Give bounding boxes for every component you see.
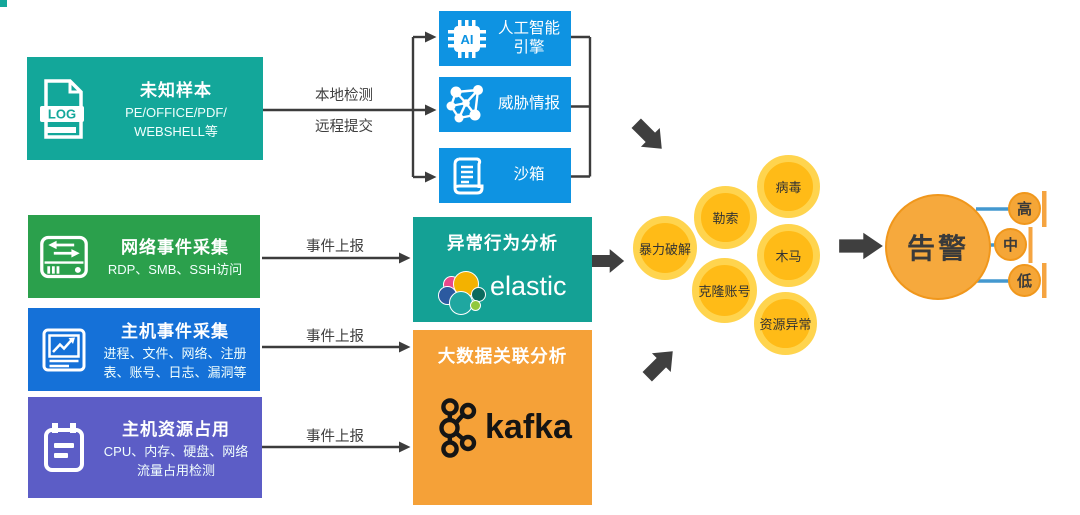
alert-level-high: 高 — [1008, 192, 1041, 225]
alert-circle: 告警 — [885, 194, 991, 300]
unknown-sample-subtitle: PE/OFFICE/PDF/ WEBSHELL等 — [125, 104, 227, 139]
unknown-sample-box: LOG 未知样本 PE/OFFICE/PDF/ WEBSHELL等 — [27, 57, 263, 160]
network-event-title: 网络事件采集 — [121, 238, 229, 258]
threat-intel-box: 威胁情报 — [439, 77, 571, 132]
bubble-virus: 病毒 — [757, 155, 820, 218]
sample-submit-arrows — [263, 31, 437, 183]
elastic-logo-text: elastic — [490, 271, 567, 301]
host-resource-box: 主机资源占用 CPU、内存、硬盘、网络 流量占用检测 — [28, 397, 262, 498]
kafka-logo-icon — [439, 398, 477, 458]
ai-engine-label: 人工智能 引擎 — [497, 19, 560, 56]
host-event-subtitle: 进程、文件、网络、注册 表、账号、日志、漏洞等 — [103, 345, 247, 380]
bubble-trojan: 木马 — [757, 224, 820, 287]
label-event-report-1: 事件上报 — [306, 239, 364, 255]
bubbles-to-alert-arrow — [839, 232, 883, 260]
ai-engine-box: AI 人工智能 引擎 — [439, 11, 571, 66]
elastic-logo — [433, 267, 489, 319]
ai-icon-label: AI — [461, 32, 474, 47]
bubble-bruteforce: 暴力破解 — [633, 216, 697, 280]
bubble-ransom: 勒索 — [694, 186, 757, 249]
clipboard-icon — [28, 422, 100, 474]
engines-to-bubbles-arrow — [631, 118, 662, 149]
label-remote-submit: 远程提交 — [315, 119, 373, 135]
alert-level-medium: 中 — [994, 228, 1027, 261]
network-event-box: 网络事件采集 RDP、SMB、SSH访问 — [28, 215, 260, 298]
log-icon-label: LOG — [48, 106, 76, 121]
corner-artifact — [0, 0, 7, 7]
alert-level-low: 低 — [1008, 264, 1041, 297]
bubble-resource-anomaly: 资源异常 — [754, 292, 817, 355]
host-event-box: 主机事件采集 进程、文件、网络、注册 表、账号、日志、漏洞等 — [28, 308, 260, 391]
bigdata-analysis-box: 大数据关联分析 kafka — [413, 330, 592, 505]
network-event-subtitle: RDP、SMB、SSH访问 — [107, 262, 243, 278]
sandbox-box: 沙箱 — [439, 148, 571, 203]
bubble-clone-account: 克隆账号 — [692, 258, 757, 323]
ai-chip-icon: AI — [439, 19, 495, 59]
drive-transfer-icon — [28, 234, 100, 280]
event-report-arrows — [262, 252, 411, 453]
kafka-logo-text: kafka — [485, 408, 572, 446]
label-event-report-2: 事件上报 — [306, 329, 364, 345]
sandbox-scroll-icon — [439, 155, 495, 197]
host-event-title: 主机事件采集 — [121, 321, 229, 341]
engine-bracket — [571, 35, 592, 178]
behavior-analysis-title: 异常行为分析 — [447, 233, 558, 253]
log-document-icon: LOG — [27, 78, 99, 140]
behavior-analysis-box: 异常行为分析 elastic — [413, 217, 592, 322]
behavior-to-bubbles-arrow — [591, 249, 625, 273]
label-event-report-3: 事件上报 — [306, 429, 364, 445]
threat-intel-network-icon — [439, 84, 495, 126]
threat-intel-label: 威胁情报 — [497, 95, 560, 113]
chart-monitor-icon — [28, 327, 100, 373]
host-resource-subtitle: CPU、内存、硬盘、网络 流量占用检测 — [103, 443, 249, 478]
sandbox-label: 沙箱 — [513, 166, 545, 184]
bigdata-analysis-title: 大数据关联分析 — [437, 346, 568, 366]
label-local-detect: 本地检测 — [315, 88, 373, 104]
host-resource-title: 主机资源占用 — [122, 419, 230, 439]
bigdata-to-bubbles-arrow — [642, 351, 673, 382]
unknown-sample-title: 未知样本 — [140, 80, 212, 100]
